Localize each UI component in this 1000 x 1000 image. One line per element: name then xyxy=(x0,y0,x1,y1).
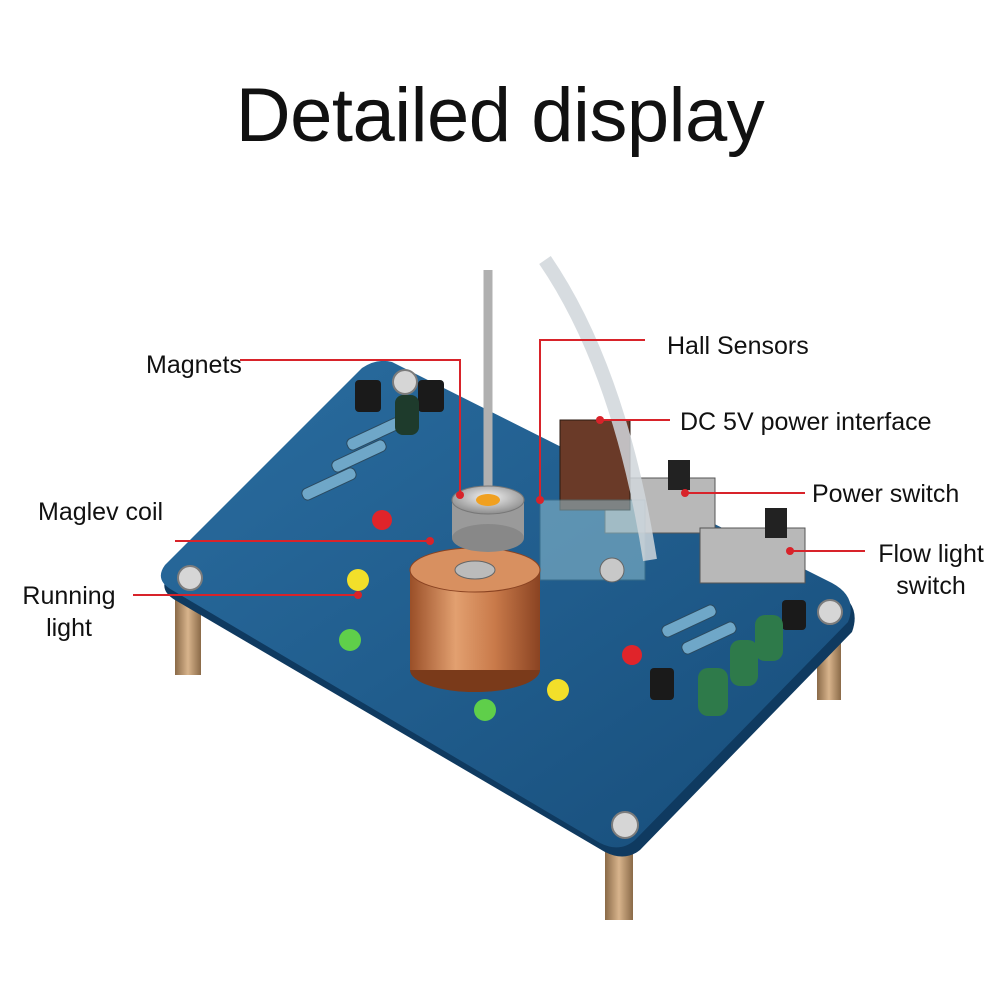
flow-light-switch-label: Flow light switch xyxy=(868,538,994,602)
resistors xyxy=(301,417,737,655)
page-title: Detailed display xyxy=(235,73,765,158)
leds xyxy=(339,510,642,721)
running-light-label: Running light xyxy=(14,580,124,644)
power-switch-label: Power switch xyxy=(812,480,960,508)
running-light-label-line2: light xyxy=(46,614,92,642)
dc-power-interface-label: DC 5V power interface xyxy=(680,408,932,436)
leader-dots xyxy=(354,416,794,599)
flow-light-label-line1: Flow light xyxy=(878,540,984,568)
magnets-label: Magnets xyxy=(146,351,242,379)
maglev-coil xyxy=(409,547,541,692)
transistors xyxy=(355,380,806,700)
electrolytic-capacitors xyxy=(395,395,783,716)
magnet-ring xyxy=(451,270,525,552)
running-light-label-line1: Running xyxy=(22,582,116,610)
leader-lines xyxy=(133,339,865,596)
maglev-coil-label: Maglev coil xyxy=(38,498,164,526)
power-jack xyxy=(539,419,646,583)
flow-light-label-line2: switch xyxy=(896,572,966,600)
hall-sensors-label: Hall Sensors xyxy=(667,332,809,360)
slide-switches xyxy=(604,460,806,584)
